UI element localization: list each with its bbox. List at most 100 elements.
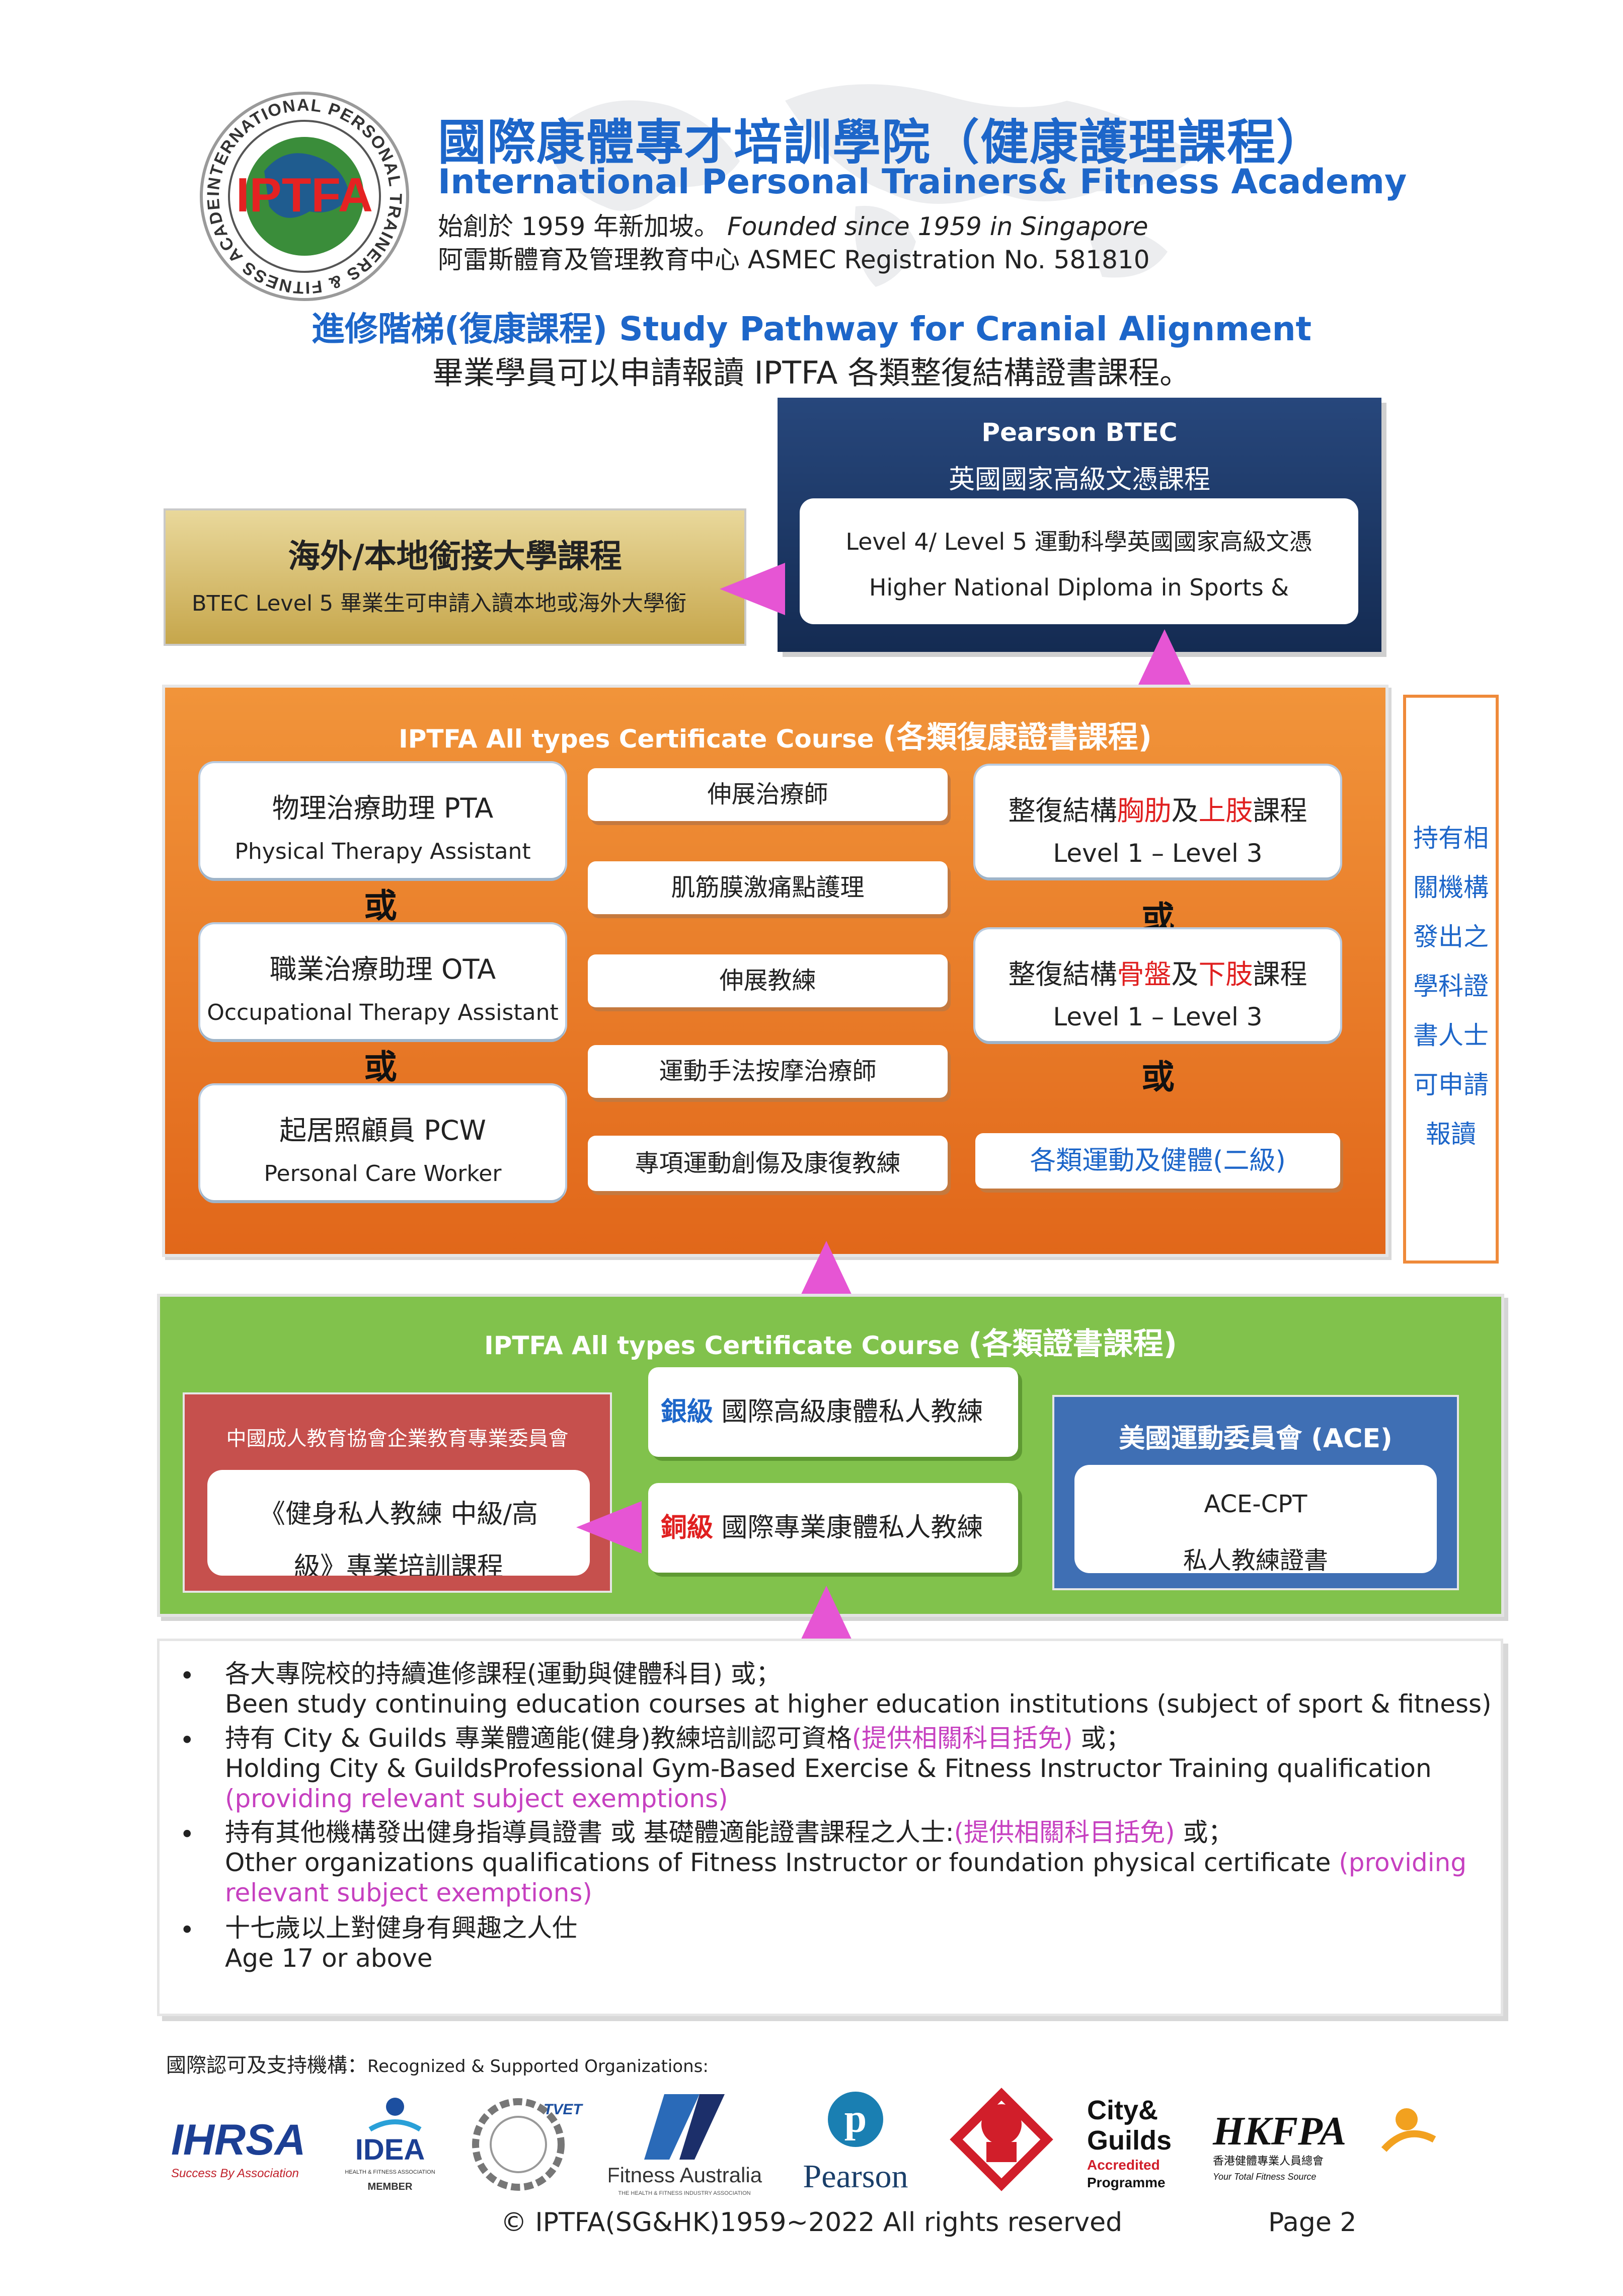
china-association-heading: 中國成人教育協會企業教育專業委員會 xyxy=(226,1427,569,1450)
university-text: BTEC Level 5 畢業生可申請入讀本地或海外大學銜 xyxy=(192,591,686,616)
pcw-card: 起居照顧員 PCW Personal Care Worker xyxy=(200,1085,565,1200)
university-box: 海外/本地銜接大學課程 BTEC Level 5 畢業生可申請入讀本地或海外大學… xyxy=(164,508,746,646)
bronze-tag: 銅級 xyxy=(661,1513,714,1543)
world-map-background xyxy=(544,84,1198,287)
pta-zh: 物理治療助理 PTA xyxy=(272,792,494,824)
upper-limb-title: 整復結構胸肋及上肢課程 xyxy=(1008,795,1307,827)
fitness-title: IPTFA All types Certificate Course (各類證書… xyxy=(484,1326,1177,1362)
bullet-1: • xyxy=(180,1661,195,1690)
pta-card: 物理治療助理 PTA Physical Therapy Assistant xyxy=(200,763,565,878)
requirement-3: 持有其他機構發出健身指導員證書 或 基礎體適能證書課程之人士:(提供相關科目括免… xyxy=(225,1818,1467,1907)
ace-course-card: ACE-CPT 私人教練證書 xyxy=(1074,1465,1437,1573)
iptfa-logo: IPTFA INTERNATIONAL PERSONAL TRAINERS & … xyxy=(199,91,409,301)
btec-heading: Pearson BTEC xyxy=(981,418,1178,447)
silver-tag: 銀級 xyxy=(661,1397,714,1427)
footer-copyright: © IPTFA(SG&HK)1959~2022 All rights reser… xyxy=(500,2207,1123,2238)
svg-text:Accredited: Accredited xyxy=(1087,2157,1160,2173)
bullet-4: • xyxy=(180,1915,195,1945)
svg-text:HEALTH & FITNESS ASSOCIATION: HEALTH & FITNESS ASSOCIATION xyxy=(345,2169,435,2175)
bronze-text: 國際專業康體私人教練 xyxy=(721,1513,983,1543)
lower-limb-level: Level 1 – Level 3 xyxy=(1053,1002,1263,1031)
svg-text:IDEA: IDEA xyxy=(355,2133,425,2166)
lower-limb-card: 整復結構骨盤及下肢課程 Level 1 – Level 3 xyxy=(975,929,1340,1041)
middle-item-4: 運動手法按摩治療師 xyxy=(588,1045,948,1098)
redcross-logo xyxy=(950,2088,1053,2191)
founded-line: 始創於 1959 年新加坡。 Founded since 1959 in Sin… xyxy=(438,206,1148,243)
svg-text:Pearson: Pearson xyxy=(803,2158,908,2195)
lower-limb-title: 整復結構骨盤及下肢課程 xyxy=(1008,958,1307,990)
sports-fitness-item: 各類運動及健體(二級) xyxy=(975,1133,1340,1189)
arrow-to-university-icon xyxy=(720,563,785,615)
pathway-subtitle: 畢業學員可以申請報讀 IPTFA 各類整復結構證書課程。 xyxy=(432,354,1191,391)
pta-en: Physical Therapy Assistant xyxy=(235,839,531,864)
svg-text:IHRSA: IHRSA xyxy=(171,2116,306,2164)
requirement-2: 持有 City & Guilds 專業體適能(健身)教練培訓認可資格(提供相關科… xyxy=(225,1724,1432,1813)
ota-card: 職業治療助理 OTA Occupational Therapy Assistan… xyxy=(200,924,565,1039)
china-association-box: 中國成人教育協會企業教育專業委員會 《健身私人教練 中級/高 級》專業培訓課程 xyxy=(183,1392,612,1593)
arrow-up-to-rehab-icon xyxy=(800,1241,853,1296)
btec-course-card: Level 4/ Level 5 運動科學英國國家高級文憑 Higher Nat… xyxy=(800,498,1358,624)
china-course-line-2: 級》專業培訓課程 xyxy=(293,1552,503,1576)
silver-text: 國際高級康體私人教練 xyxy=(721,1397,983,1427)
arrow-to-china-course-icon xyxy=(576,1501,642,1553)
university-heading: 海外/本地銜接大學課程 xyxy=(288,538,622,575)
china-course-line-1: 《健身私人教練 中級/高 xyxy=(259,1499,538,1529)
title-zh: 國際康體專才培訓學院（健康護理課程） xyxy=(438,114,1326,171)
pathway-title: 進修階梯(復康課程) Study Pathway for Cranial Ali… xyxy=(311,310,1312,348)
logo-center-text: IPTFA xyxy=(236,168,373,222)
city-guilds-logo: City& Guilds Accredited Programme xyxy=(1087,2095,1172,2190)
rehab-title: IPTFA All types Certificate Course (各類復康… xyxy=(399,720,1152,755)
svg-text:p: p xyxy=(844,2097,867,2141)
svg-text:香港健體專業人員總會: 香港健體專業人員總會 xyxy=(1213,2155,1324,2168)
svg-text:Fitness Australia: Fitness Australia xyxy=(609,2163,762,2187)
middle-item-5: 專項運動創傷及康復教練 xyxy=(588,1136,948,1191)
pearson-logo: p Pearson xyxy=(803,2092,908,2195)
title-en: International Personal Trainers& Fitness… xyxy=(438,162,1407,202)
arrow-up-to-fitness-icon xyxy=(800,1586,853,1641)
ace-line-1: ACE-CPT xyxy=(1204,1490,1307,1518)
svg-text:HKFPA: HKFPA xyxy=(1212,2109,1346,2154)
or-label-2: 或 xyxy=(364,1048,397,1086)
ace-box: 美國運動委員會 (ACE) ACE-CPT 私人教練證書 xyxy=(1052,1395,1459,1590)
middle-item-2: 肌筋膜激痛點護理 xyxy=(588,861,948,914)
ace-heading: 美國運動委員會 (ACE) xyxy=(1119,1424,1393,1454)
fitness-australia-logo: Fitness Australia THE HEALTH & FITNESS I… xyxy=(609,2094,762,2196)
fitness-course-block: IPTFA All types Certificate Course (各類證書… xyxy=(157,1294,1504,1617)
entry-requirements-box: • 各大專院校的持續進修課程(運動與健體科目) 或； Been study co… xyxy=(157,1639,1503,2016)
svg-text:Programme: Programme xyxy=(1087,2175,1166,2190)
or-label-4: 或 xyxy=(1141,1058,1175,1096)
ace-line-2: 私人教練證書 xyxy=(1183,1546,1328,1573)
svg-text:Success By Association: Success By Association xyxy=(171,2167,299,2180)
founded-en: Founded since 1959 in Singapore xyxy=(727,212,1148,241)
btec-subheading: 英國國家高級文憑課程 xyxy=(948,465,1210,495)
silver-level-card: 銀級 國際高級康體私人教練 xyxy=(648,1367,1018,1457)
upper-limb-level: Level 1 – Level 3 xyxy=(1053,839,1263,868)
svg-text:TVET: TVET xyxy=(544,2101,583,2118)
svg-text:MEMBER: MEMBER xyxy=(368,2181,413,2192)
requirement-4: 十七歲以上對健身有興趣之人仕 Age 17 or above xyxy=(225,1913,577,1973)
bullet-2: • xyxy=(180,1726,195,1755)
tvet-logo: TVET xyxy=(472,2098,583,2191)
svg-text:Guilds: Guilds xyxy=(1087,2125,1172,2156)
btec-line-1: Level 4/ Level 5 運動科學英國國家高級文憑 xyxy=(845,528,1312,555)
registration-line: 阿雷斯體育及管理教育中心 ASMEC Registration No. 5818… xyxy=(438,245,1150,274)
middle-item-1: 伸展治療師 xyxy=(588,768,948,821)
china-course-card: 《健身私人教練 中級/高 級》專業培訓課程 xyxy=(207,1470,590,1576)
pcw-en: Personal Care Worker xyxy=(264,1161,502,1187)
svg-text:THE HEALTH & FITNESS INDUSTRY: THE HEALTH & FITNESS INDUSTRY ASSOCIATIO… xyxy=(618,2190,750,2196)
or-label-1: 或 xyxy=(364,886,397,925)
rehab-course-block: IPTFA All types Certificate Course (各類復康… xyxy=(162,685,1388,1257)
requirement-1: 各大專院校的持續進修課程(運動與健體科目) 或； Been study cont… xyxy=(225,1659,1492,1719)
upper-limb-card: 整復結構胸肋及上肢課程 Level 1 – Level 3 xyxy=(975,766,1340,877)
bronze-level-card: 銅級 國際專業康體私人教練 xyxy=(648,1483,1018,1573)
svg-text:Your Total Fitness Source: Your Total Fitness Source xyxy=(1213,2172,1316,2182)
side-note-box: 持有相關機構發出之學科證書人士可申請報讀 xyxy=(1403,695,1499,1264)
ota-zh: 職業治療助理 OTA xyxy=(269,953,496,985)
btec-line-2: Higher National Diploma in Sports & xyxy=(869,574,1289,601)
founded-zh: 始創於 1959 年新加坡。 xyxy=(438,212,720,241)
side-note-text: 持有相關機構發出之學科證書人士可申請報讀 xyxy=(1413,824,1489,1149)
ota-en: Occupational Therapy Assistant xyxy=(207,1000,559,1025)
page-number: Page 2 xyxy=(1268,2207,1357,2238)
ihrsa-logo: IHRSA Success By Association xyxy=(171,2116,306,2180)
arrow-up-to-btec-icon xyxy=(1138,629,1191,685)
